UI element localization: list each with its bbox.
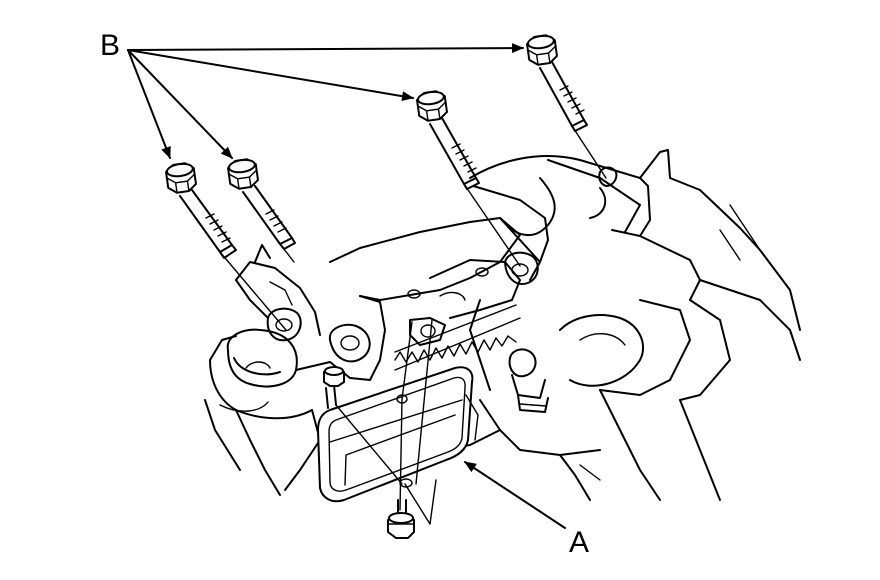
alignment-lines — [219, 125, 607, 525]
bolt-center — [415, 89, 480, 190]
cover-plate — [317, 366, 479, 503]
callout-a: A — [464, 461, 589, 559]
small-bolt-top — [323, 366, 345, 409]
callout-b: B — [100, 29, 524, 159]
engine-block — [204, 149, 801, 501]
label-a: A — [569, 526, 589, 559]
bolt-right — [525, 33, 588, 132]
label-b: B — [100, 29, 120, 62]
small-bolt-bottom — [387, 499, 415, 539]
bolt-left-2 — [226, 157, 296, 250]
bolt-left-1 — [164, 161, 237, 259]
